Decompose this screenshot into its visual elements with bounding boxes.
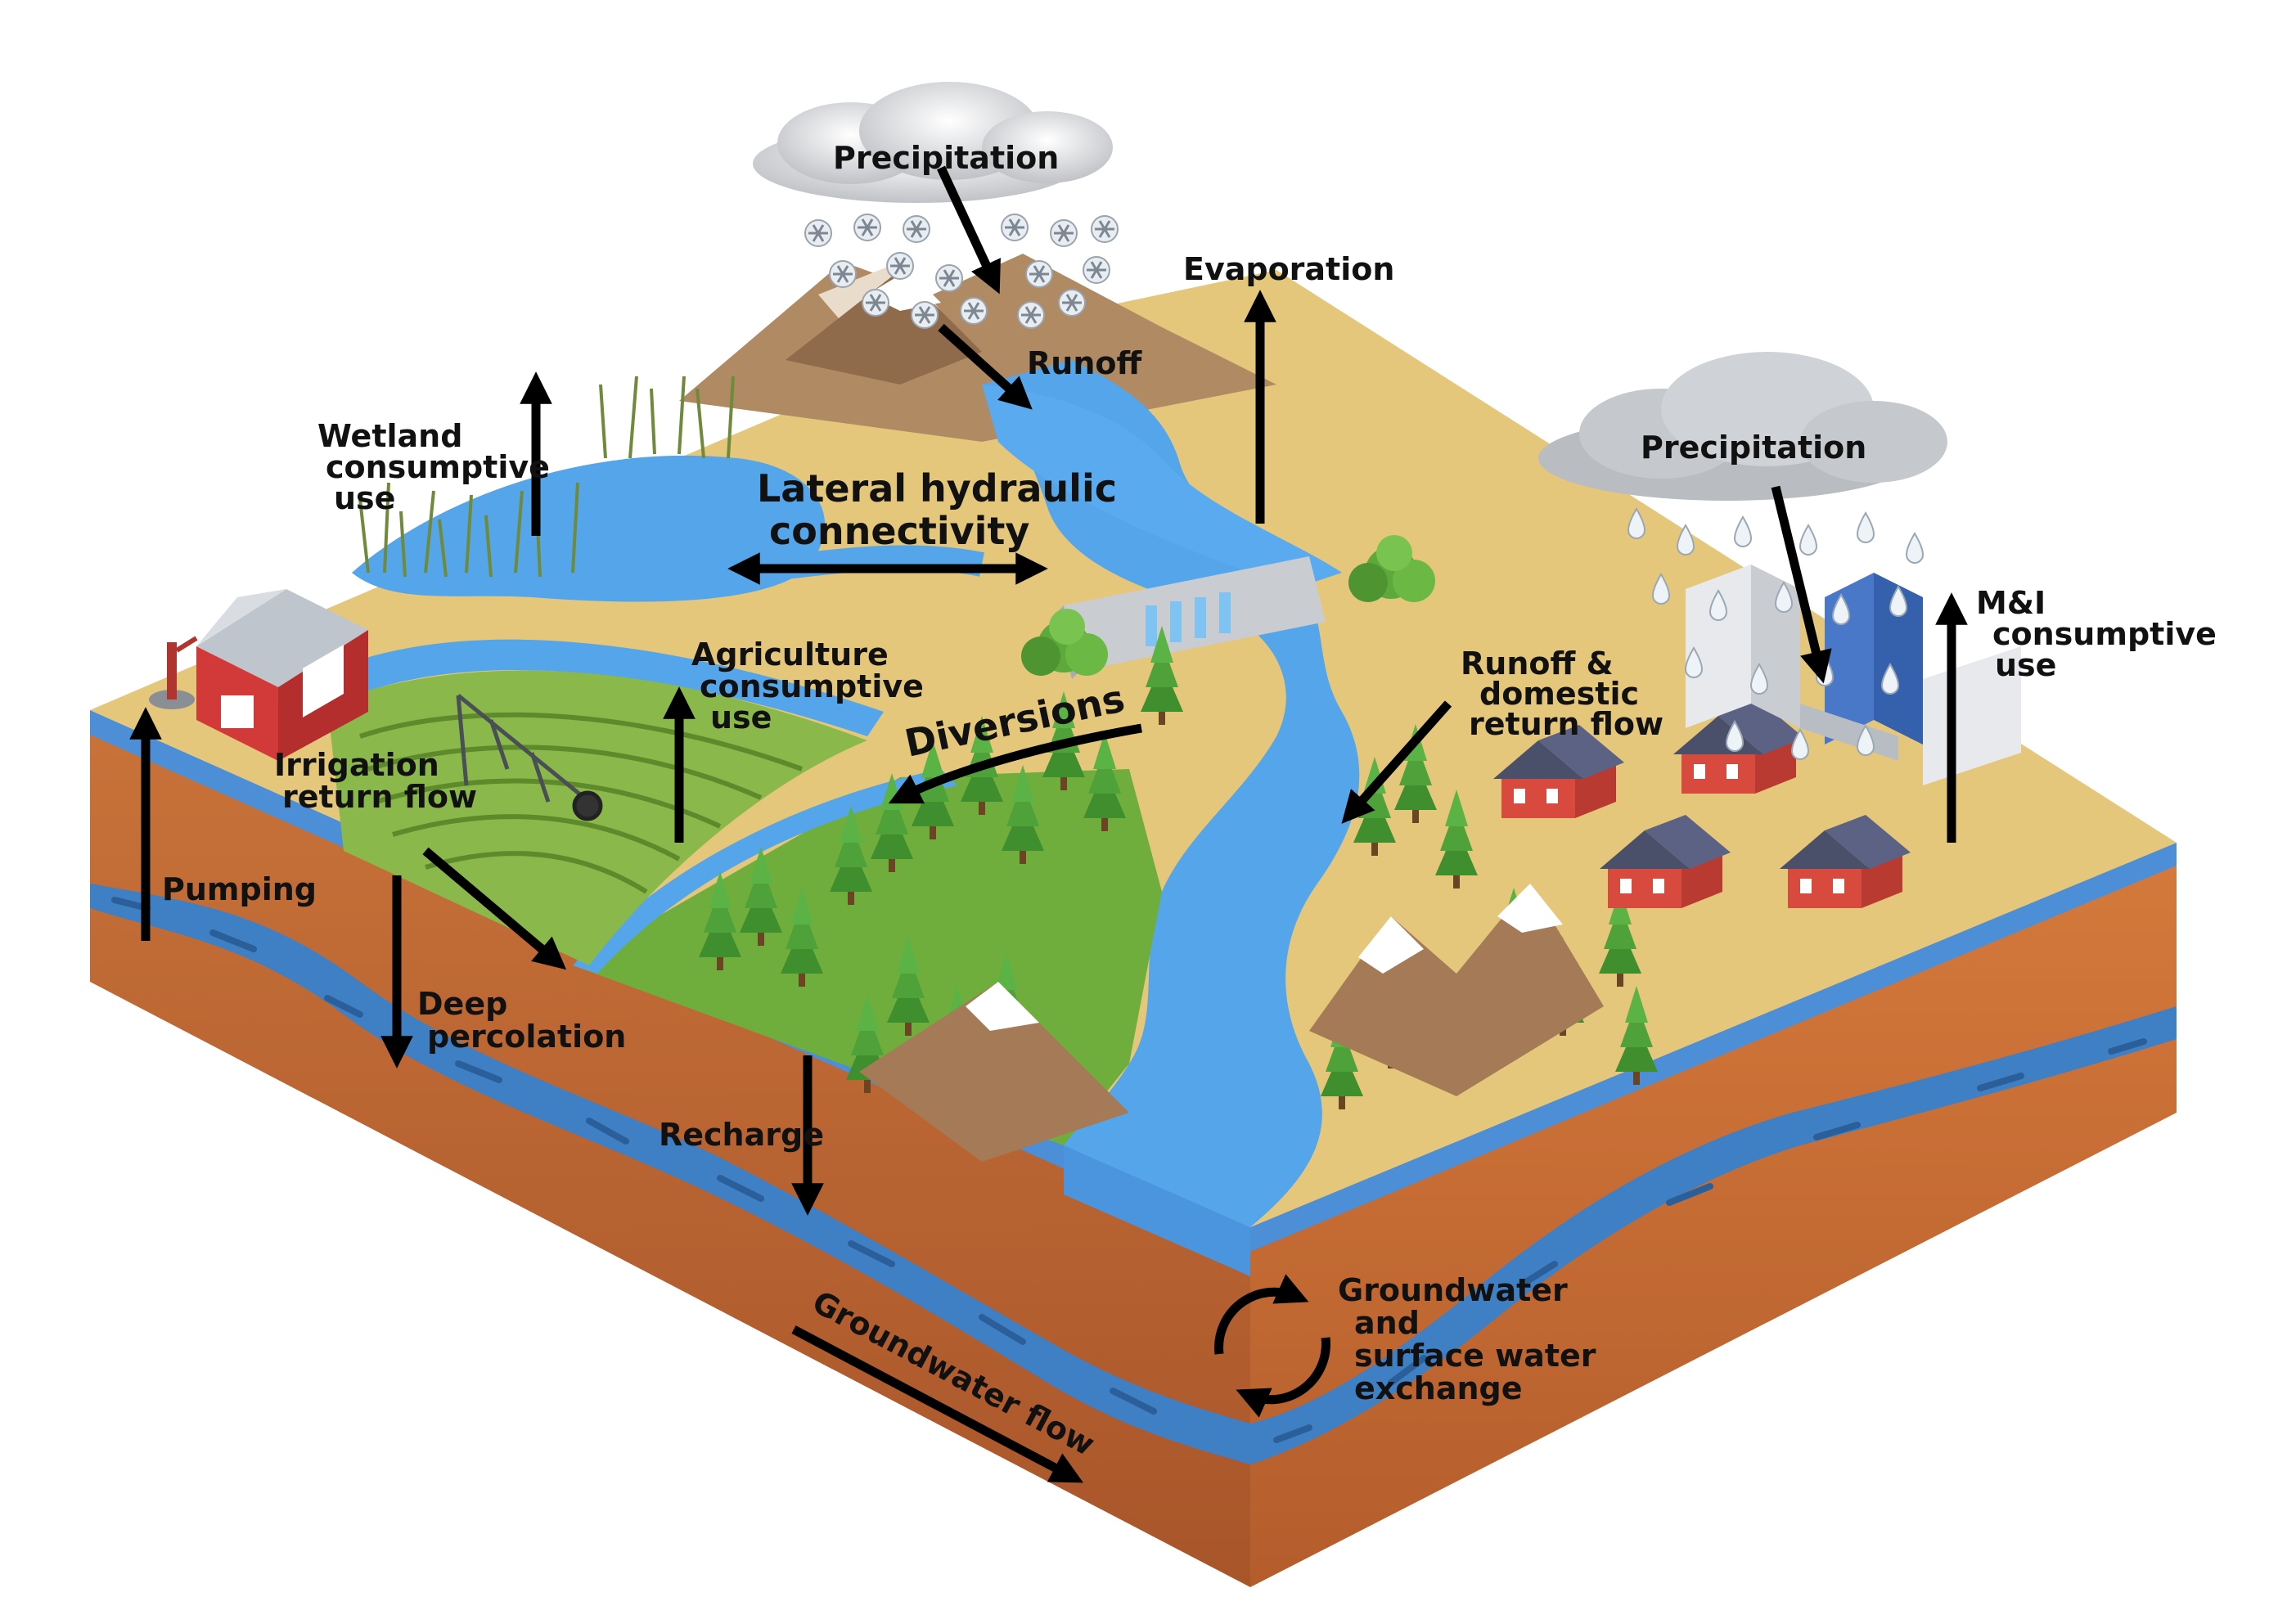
svg-text:and: and [1354, 1305, 1420, 1341]
cloud-icon [753, 82, 1113, 203]
svg-text:percolation: percolation [427, 1019, 626, 1055]
svg-text:use: use [710, 700, 772, 736]
irrigation-arrow [422, 847, 567, 970]
svg-text:Groundwater: Groundwater [1338, 1272, 1568, 1308]
gw-flow-arrow [791, 1325, 1083, 1483]
svg-text:consumptive: consumptive [700, 668, 924, 704]
precipitation-arrow [937, 165, 1001, 295]
label-irrigation-return: Irrigation return flow [274, 747, 477, 815]
runoff-arrow [938, 323, 1033, 410]
label-pumping: Pumping [162, 871, 317, 907]
svg-text:Wetland: Wetland [317, 418, 462, 454]
svg-text:consumptive: consumptive [326, 449, 550, 485]
cloud-icon [1538, 352, 1947, 501]
label-precipitation-mountain: Precipitation [833, 140, 1059, 176]
precipitation-city-arrow [1771, 485, 1832, 684]
svg-text:M&I: M&I [1976, 585, 2046, 621]
wetland-reeds [358, 376, 735, 578]
mountain-icon [859, 884, 1604, 1162]
label-evaporation: Evaporation [1183, 251, 1394, 287]
svg-text:use: use [334, 480, 395, 516]
svg-text:surface water: surface water [1354, 1338, 1596, 1374]
label-mi-use: M&I consumptive use [1976, 585, 2217, 683]
runoff-domestic-arrow [1341, 700, 1452, 824]
label-runoff: Runoff [1027, 345, 1142, 381]
label-deep-percolation: Deep percolation [417, 986, 626, 1055]
aquifer-left [90, 884, 1250, 1464]
label-lateral-connectivity: Lateral hydraulic connectivity [757, 466, 1117, 553]
svg-text:Lateral hydraulic: Lateral hydraulic [757, 466, 1117, 511]
svg-text:Agriculture: Agriculture [691, 637, 889, 673]
svg-text:domestic: domestic [1479, 676, 1639, 712]
barn-icon [196, 589, 368, 761]
svg-text:Runoff &: Runoff & [1461, 646, 1614, 682]
center-pivot-icon [456, 694, 603, 821]
label-recharge: Recharge [659, 1117, 824, 1153]
svg-text:use: use [1995, 647, 2056, 683]
svg-text:exchange: exchange [1354, 1370, 1523, 1406]
label-runoff-domestic: Runoff & domestic return flow [1461, 646, 1663, 742]
irrigation-canal [311, 639, 884, 736]
aquifer-right [1250, 1006, 2177, 1464]
svg-text:return flow: return flow [282, 779, 477, 815]
well-pump-icon [149, 636, 198, 709]
soil-face-right [1250, 843, 2177, 1587]
svg-text:consumptive: consumptive [1992, 616, 2217, 652]
svg-text:Deep: Deep [417, 986, 507, 1022]
flow-arrows [129, 165, 1968, 1483]
label-agriculture-use: Agriculture consumptive use [691, 637, 924, 736]
svg-text:Irrigation: Irrigation [274, 747, 439, 783]
label-precipitation-city: Precipitation [1641, 430, 1866, 466]
wetland [352, 455, 826, 602]
label-gw-sw-exchange: Groundwater and surface water exchange [1338, 1272, 1596, 1406]
label-wetland-use: Wetland consumptive use [317, 418, 550, 516]
exchange-cycle-icon [1214, 1274, 1330, 1418]
diversions-arrow [888, 723, 1142, 804]
svg-text:connectivity: connectivity [769, 509, 1029, 553]
svg-text:return flow: return flow [1469, 706, 1663, 742]
